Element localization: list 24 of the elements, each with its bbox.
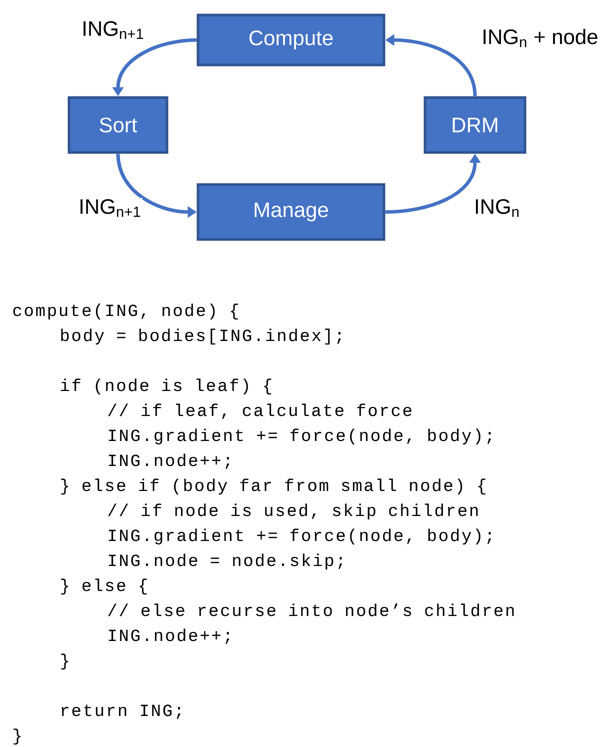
process-box: Manage bbox=[196, 183, 386, 241]
process-box: Compute bbox=[196, 14, 386, 66]
code-line: ING.gradient += force(node, body); bbox=[108, 528, 492, 545]
process-box: DRM bbox=[424, 96, 526, 154]
code-line: body = bodies[ING.index]; bbox=[61, 328, 341, 345]
code-line: // if leaf, calculate force bbox=[108, 404, 412, 419]
code-line: } bbox=[61, 654, 68, 670]
code-line: ING.node++; bbox=[108, 454, 230, 469]
edge-label: ING$_{n+1}$ bbox=[78, 198, 142, 218]
code-line: if (node is leaf) { bbox=[60, 378, 272, 395]
process-box: Sort bbox=[68, 96, 168, 154]
edge-label: ING$_{n}$ bbox=[473, 198, 521, 218]
code-line: return ING; bbox=[62, 704, 180, 719]
code-line: ING.gradient += force(node, body); bbox=[108, 428, 492, 445]
code-line: compute(ING, node) { bbox=[13, 304, 238, 320]
code-line: // if node is used, skip children bbox=[108, 504, 478, 520]
code-line: } else { bbox=[61, 578, 147, 595]
code-line: // else recurse into node’s children bbox=[108, 604, 514, 616]
edge-label: ING$_{n+1}$ bbox=[80, 20, 146, 40]
code-line: ING.node = node.skip; bbox=[108, 554, 342, 570]
code-line: } bbox=[14, 728, 20, 745]
edge-label: ING$_{n}$ + node bbox=[480, 28, 600, 48]
code-line: ING.node++; bbox=[108, 628, 230, 644]
code-line: } else if (body far from small node) { bbox=[61, 478, 486, 495]
